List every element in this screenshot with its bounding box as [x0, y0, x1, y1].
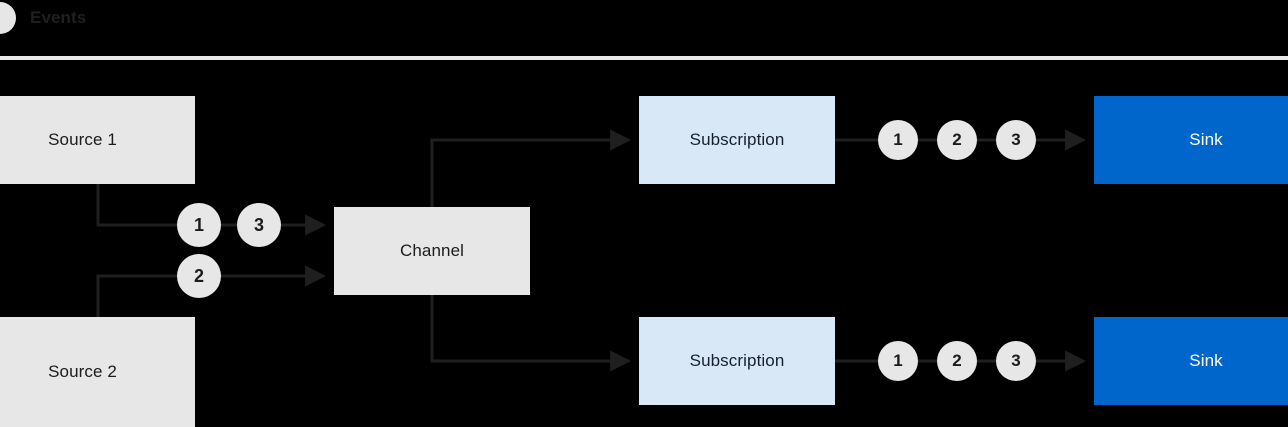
node-subscription-1-label: Subscription — [689, 130, 785, 149]
header-divider — [0, 56, 1288, 60]
event-token-sub2-2: 2 — [937, 341, 977, 381]
connector-source2-to-channel — [96, 265, 327, 317]
node-subscription-2[interactable]: Subscription — [639, 317, 835, 405]
node-subscription-2-label: Subscription — [689, 351, 785, 370]
event-token-source2-2: 2 — [177, 254, 221, 298]
legend: Events — [0, 2, 86, 34]
node-channel-label: Channel — [399, 241, 465, 260]
event-token-source1-3: 3 — [237, 203, 281, 247]
node-sink-1-label: Sink — [1189, 130, 1223, 149]
event-token-sub2-3: 3 — [996, 341, 1036, 381]
event-token-sub2-1: 1 — [878, 341, 918, 381]
node-sink-2-label: Sink — [1189, 351, 1223, 370]
event-circle-icon — [0, 2, 16, 34]
legend-label: Events — [30, 8, 87, 27]
node-sink-1[interactable]: Sink — [1094, 96, 1288, 184]
node-source-1-label: Source 1 — [48, 130, 117, 149]
connector-channel-to-subscription1 — [430, 129, 632, 207]
event-token-sub1-2: 2 — [937, 120, 977, 160]
node-sink-2[interactable]: Sink — [1094, 317, 1288, 405]
event-token-sub1-3: 3 — [996, 120, 1036, 160]
event-token-sub1-1: 1 — [878, 120, 918, 160]
node-source-1[interactable]: Source 1 — [0, 96, 195, 184]
node-subscription-1[interactable]: Subscription — [639, 96, 835, 184]
node-source-2[interactable]: Source 2 — [0, 317, 195, 427]
connector-channel-to-subscription2 — [430, 295, 632, 372]
node-channel[interactable]: Channel — [334, 207, 530, 295]
event-token-source1-1: 1 — [177, 203, 221, 247]
node-source-2-label: Source 2 — [48, 362, 117, 381]
